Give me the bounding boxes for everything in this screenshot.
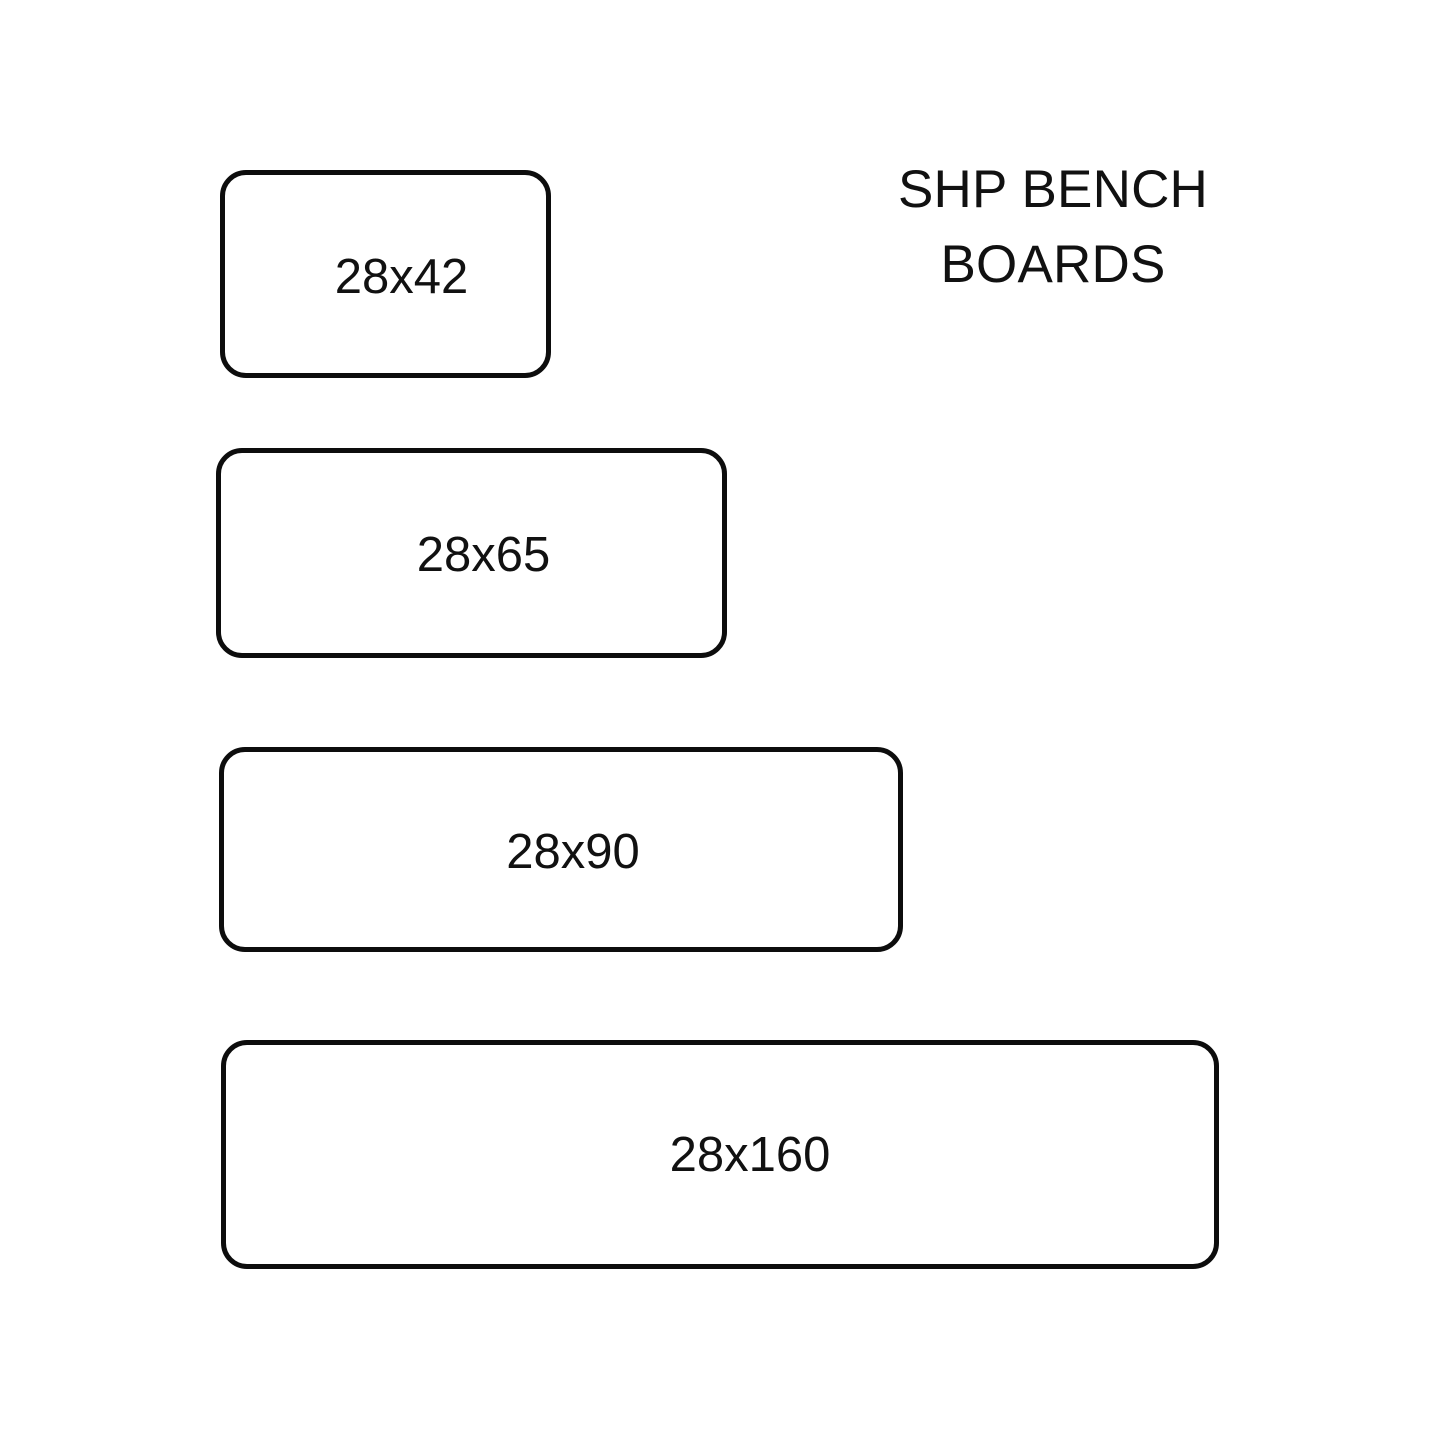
board-rectangle-28x65[interactable]: 28x65 <box>216 448 727 658</box>
board-rectangle-28x90[interactable]: 28x90 <box>219 747 903 952</box>
board-label-28x160: 28x160 <box>669 1128 831 1182</box>
board-label-28x90: 28x90 <box>506 825 640 879</box>
board-rectangle-28x42[interactable]: 28x42 <box>220 170 551 378</box>
page-title: SHP BENCH BOARDS <box>803 152 1303 302</box>
board-label-28x42: 28x42 <box>334 250 469 304</box>
title-line-2: BOARDS <box>940 235 1166 294</box>
board-label-28x65: 28x65 <box>416 528 551 582</box>
board-rectangle-28x160[interactable]: 28x160 <box>221 1040 1219 1269</box>
title-line-1: SHP BENCH <box>897 160 1209 219</box>
